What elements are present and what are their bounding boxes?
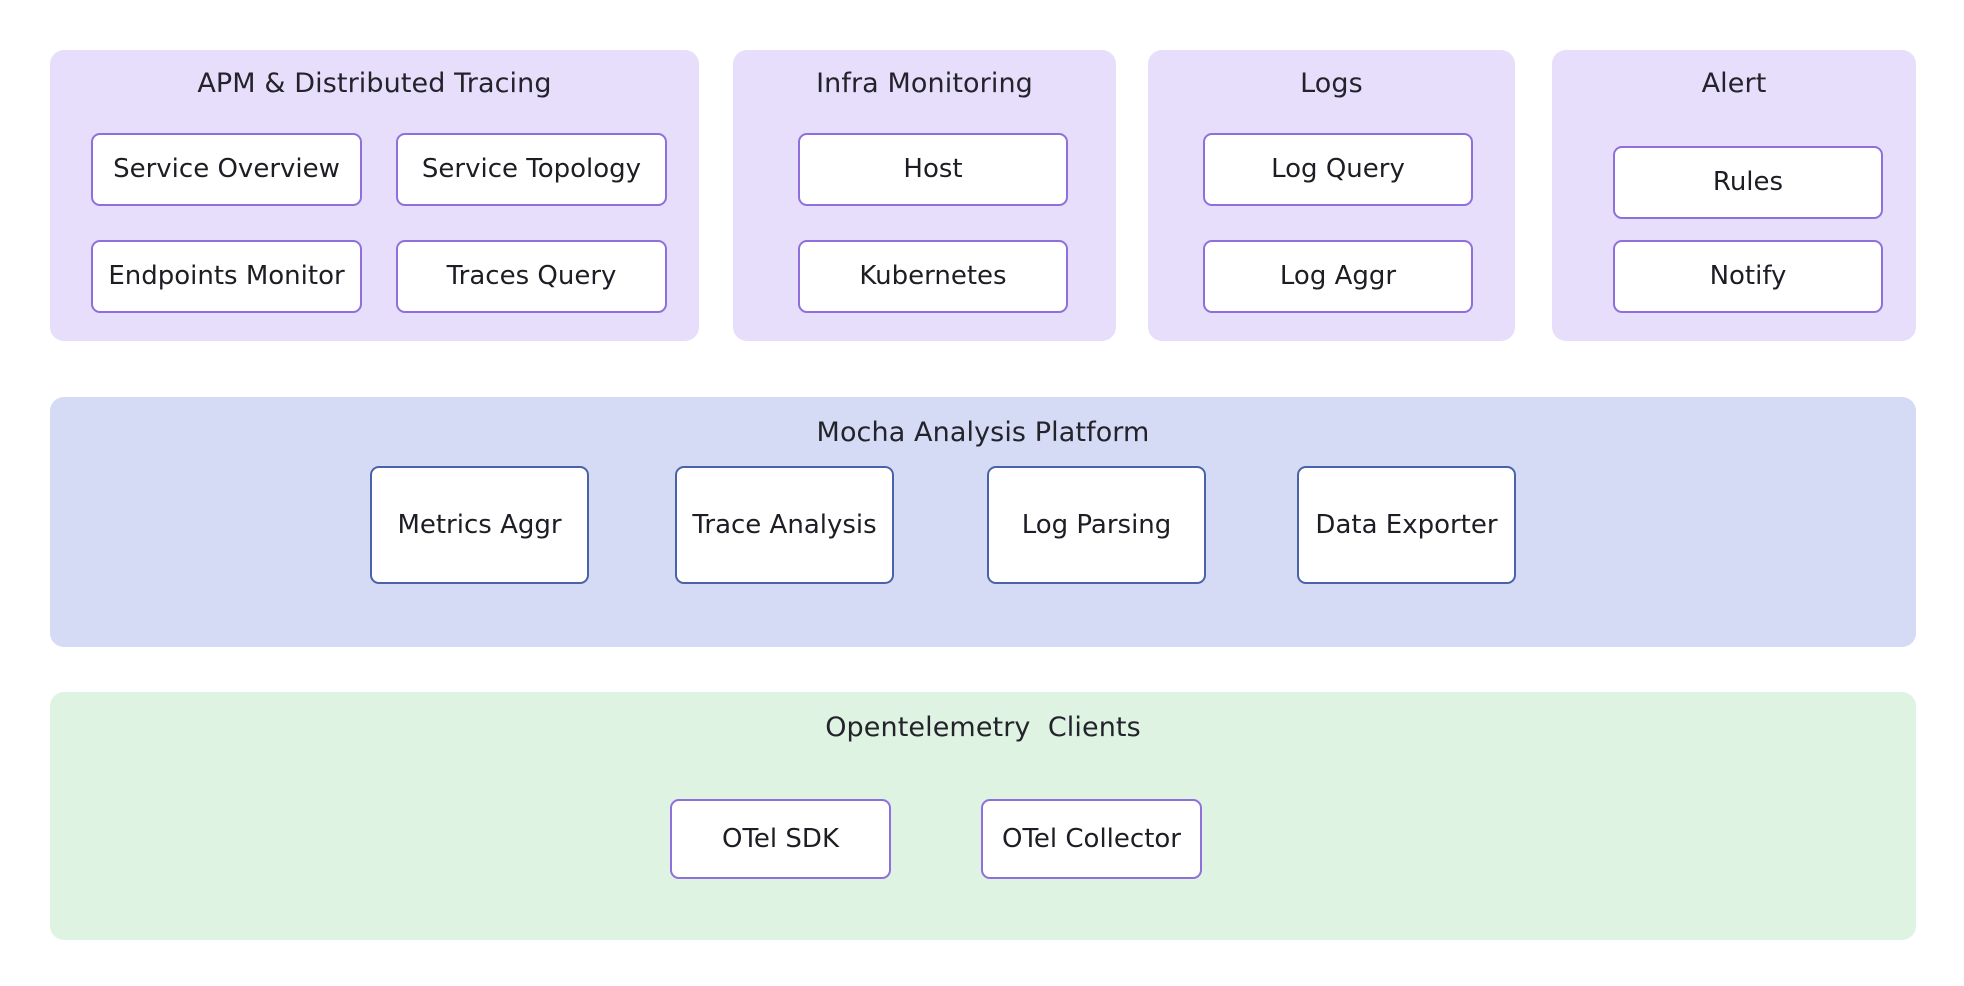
node-log-aggr[interactable]: Log Aggr — [1203, 240, 1473, 313]
group-title-mocha-analysis-platform: Mocha Analysis Platform — [816, 417, 1150, 448]
group-title-apm-distributed-tracing: APM & Distributed Tracing — [197, 68, 552, 99]
group-title-alert: Alert — [1701, 68, 1767, 99]
node-kubernetes[interactable]: Kubernetes — [798, 240, 1068, 313]
node-service-overview[interactable]: Service Overview — [91, 133, 362, 206]
group-title-logs: Logs — [1300, 68, 1363, 99]
node-otel-sdk[interactable]: OTel SDK — [670, 799, 891, 879]
node-rules[interactable]: Rules — [1613, 146, 1883, 219]
node-trace-analysis[interactable]: Trace Analysis — [675, 466, 894, 584]
node-endpoints-monitor[interactable]: Endpoints Monitor — [91, 240, 362, 313]
node-log-query[interactable]: Log Query — [1203, 133, 1473, 206]
node-traces-query[interactable]: Traces Query — [396, 240, 667, 313]
node-host[interactable]: Host — [798, 133, 1068, 206]
node-otel-collector[interactable]: OTel Collector — [981, 799, 1202, 879]
node-service-topology[interactable]: Service Topology — [396, 133, 667, 206]
group-panel-mocha-analysis-platform: Mocha Analysis Platform — [50, 397, 1916, 647]
node-log-parsing[interactable]: Log Parsing — [987, 466, 1206, 584]
node-data-exporter[interactable]: Data Exporter — [1297, 466, 1516, 584]
group-title-opentelemetry-clients: Opentelemetry Clients — [825, 712, 1141, 743]
node-metrics-aggr[interactable]: Metrics Aggr — [370, 466, 589, 584]
node-notify[interactable]: Notify — [1613, 240, 1883, 313]
group-title-infra-monitoring: Infra Monitoring — [816, 68, 1033, 99]
